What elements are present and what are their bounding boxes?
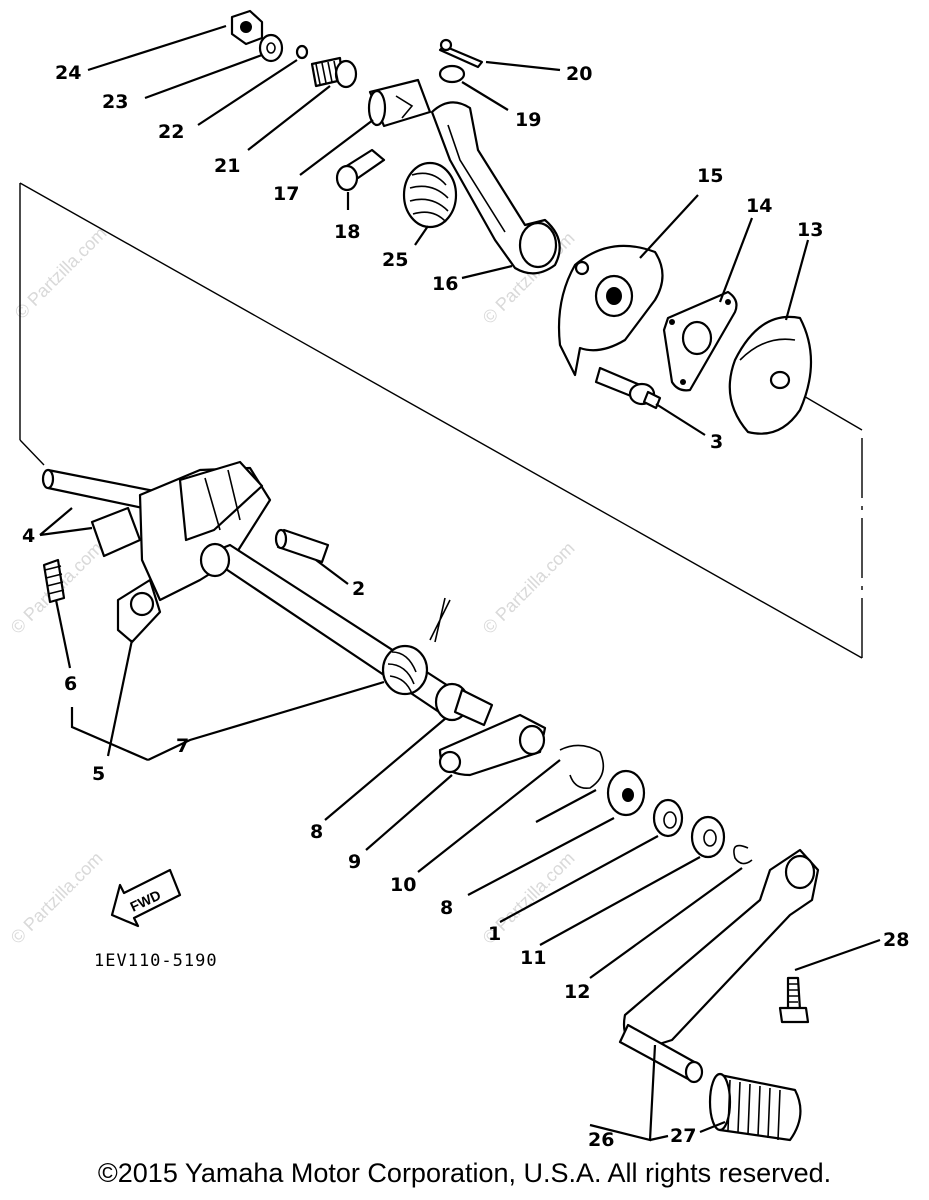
callout-7: 7 (176, 735, 189, 757)
callout-3: 3 (710, 431, 723, 453)
callout-labels: 24 23 22 21 17 18 25 16 19 20 15 14 13 3… (22, 62, 909, 1151)
callout-16: 16 (432, 273, 458, 295)
callout-12: 12 (564, 981, 590, 1003)
spring-6 (42, 558, 66, 604)
cover-13 (728, 315, 813, 435)
pin-2 (274, 528, 330, 564)
callout-21: 21 (214, 155, 240, 177)
circlip-12 (733, 844, 753, 865)
callout-19: 19 (515, 109, 541, 131)
spring-25 (402, 161, 458, 229)
splined-end (453, 688, 494, 727)
callout-17: 17 (273, 183, 299, 205)
callout-25: 25 (382, 249, 408, 271)
joint-17 (367, 78, 432, 128)
callout-15: 15 (697, 165, 723, 187)
callout-1: 1 (488, 923, 501, 945)
watermark-left-bottom: © Partzilla.com (7, 848, 107, 948)
bolt-28 (778, 976, 810, 1024)
main-shaft (199, 542, 472, 720)
callout-8-second: 8 (440, 897, 453, 919)
washer-22 (295, 44, 309, 60)
callout-22: 22 (158, 121, 184, 143)
callout-13: 13 (797, 219, 823, 241)
callout-10: 10 (390, 874, 416, 896)
callout-14: 14 (746, 195, 772, 217)
shift-pedal-26 (618, 848, 820, 1084)
callout-18: 18 (334, 221, 360, 243)
arm-9 (438, 713, 547, 777)
drawing-code: 1EV110-5190 (94, 951, 218, 971)
nut-24 (230, 9, 264, 46)
plate-14 (662, 290, 738, 392)
bolt-21 (310, 56, 358, 89)
callout-26: 26 (588, 1129, 614, 1151)
callout-23: 23 (102, 91, 128, 113)
spring-7 (381, 597, 451, 696)
watermark-center-mid: © Partzilla.com (479, 538, 579, 638)
cotter-pin-20 (438, 38, 484, 69)
roller-4 (90, 506, 142, 558)
leader-lines (39, 24, 881, 1142)
callout-8: 8 (310, 821, 323, 843)
watermark-left: © Partzilla.com (11, 223, 111, 323)
callout-24: 24 (55, 62, 81, 84)
copyright-notice: ©2015 Yamaha Motor Corporation, U.S.A. A… (97, 1158, 832, 1188)
plate-15 (557, 244, 664, 377)
washer-19 (438, 64, 466, 84)
callout-28: 28 (883, 929, 909, 951)
washer-1 (652, 798, 684, 838)
lever-16 (430, 101, 561, 275)
callout-2: 2 (352, 578, 365, 600)
fwd-arrow-icon: FWD (110, 868, 182, 928)
washer-8b (606, 769, 646, 817)
callout-27: 27 (670, 1125, 696, 1147)
callout-9: 9 (348, 851, 361, 873)
spring-10 (535, 744, 605, 823)
callout-20: 20 (566, 63, 592, 85)
callout-5: 5 (92, 763, 105, 785)
pedal-rubber-27 (708, 1072, 802, 1142)
callout-6: 6 (64, 673, 77, 695)
shift-arm-assembly (116, 460, 272, 644)
washer-11 (690, 815, 726, 859)
bolt-3 (594, 366, 662, 410)
washer-23 (258, 33, 284, 63)
pin-18 (335, 148, 386, 192)
callout-4: 4 (22, 525, 35, 547)
callout-11: 11 (520, 947, 546, 969)
